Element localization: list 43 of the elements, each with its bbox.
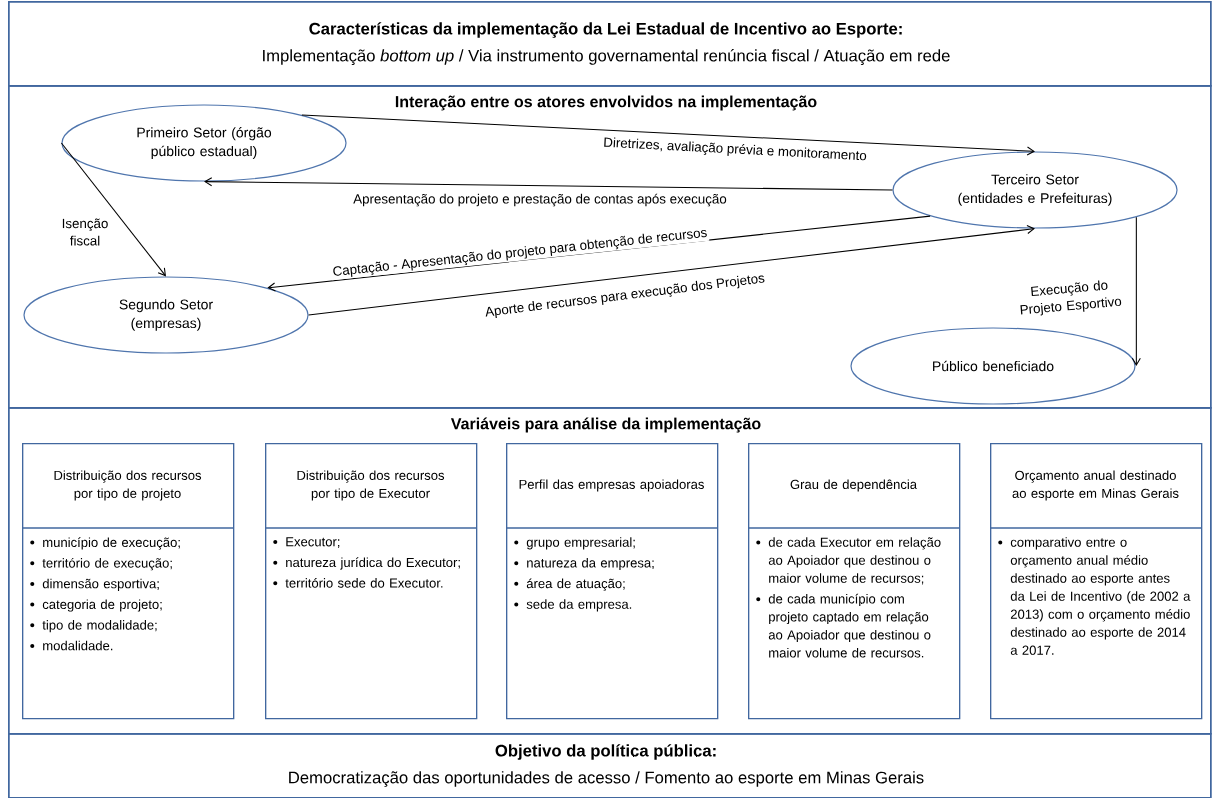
section-heading: Variáveis para análise da implementação bbox=[450, 417, 761, 433]
list-item: território de execução; bbox=[30, 557, 172, 571]
list-item: natureza jurídica do Executor; bbox=[273, 557, 460, 570]
arrow bbox=[204, 177, 893, 191]
card-heading: Orçamento anual destinado ao esporte em Minas Gerais bbox=[1012, 470, 1179, 501]
edge-label: Isenção fiscal bbox=[53, 217, 117, 247]
section-title: Objetivo da política pública: bbox=[495, 744, 716, 760]
list-item: modalidade. bbox=[30, 640, 113, 651]
list-item: comparativo entre o orçamento anual médio destinado ao esporte antes da Lei de Incentivo (de 2002 a 2013) com o orçamento médio destinado ao esporte de 2014 a 2017. bbox=[998, 537, 1191, 655]
variable-card bbox=[747, 443, 961, 720]
variable-card bbox=[505, 443, 719, 720]
list-item: sede da empresa. bbox=[514, 599, 632, 612]
section-text: Democratização das oportunidades de acesso / Fomento ao esporte em Minas Gerais bbox=[289, 771, 924, 787]
section-text: Implementação bottom up / Via instrumento governamental renúncia fiscal / Atuação em rede bbox=[263, 49, 950, 65]
edge-label: Captação - Apresentação do projeto para obtenção de recursos bbox=[330, 225, 710, 281]
arrow bbox=[60, 142, 166, 277]
list-item: tipo de modalidade; bbox=[30, 620, 157, 633]
edge-label: Execução do Projeto Esportivo bbox=[1012, 276, 1128, 320]
list-item: categoria de projeto; bbox=[30, 599, 162, 612]
arrow bbox=[1131, 216, 1141, 366]
list-item: Executor; bbox=[273, 537, 340, 548]
list-item: dimensão esportiva; bbox=[30, 578, 159, 591]
card-heading: Grau de dependência bbox=[790, 479, 918, 492]
list-item: de cada município com projeto captado em relação ao Apoiador que destinou o maior volume de recursos. bbox=[756, 593, 931, 658]
variable-card bbox=[989, 443, 1203, 720]
list-item: área de atuação; bbox=[514, 578, 625, 591]
list-item: natureza da empresa; bbox=[514, 557, 654, 571]
list-item: de cada Executor em relação ao Apoiador que destinou o maior volume de recursos; bbox=[756, 537, 941, 585]
list-item: território sede do Executor. bbox=[273, 577, 443, 588]
variable-card bbox=[264, 443, 478, 720]
card-heading: Distribuição dos recursos por tipo de Executor bbox=[297, 470, 445, 501]
card-heading: Distribuição dos recursos por tipo de projeto bbox=[54, 470, 202, 501]
variable-card bbox=[21, 443, 235, 720]
arrow bbox=[267, 215, 931, 292]
section-heading: Interação entre os atores envolvidos na implementação bbox=[395, 95, 817, 111]
edge-label: Diretrizes, avaliação prévia e monitoramento bbox=[601, 135, 869, 165]
arrow bbox=[301, 114, 1035, 156]
arrow bbox=[308, 225, 1035, 316]
list-item: grupo empresarial; bbox=[514, 537, 635, 550]
edge-label: Apresentação do projeto e prestação de contas após execução bbox=[351, 192, 729, 208]
list-item: município de execução; bbox=[30, 537, 180, 550]
card-heading: Perfil das empresas apoiadoras bbox=[519, 479, 704, 492]
section-title: Características da implementação da Lei Estadual de Incentivo ao Esporte: bbox=[309, 22, 902, 38]
